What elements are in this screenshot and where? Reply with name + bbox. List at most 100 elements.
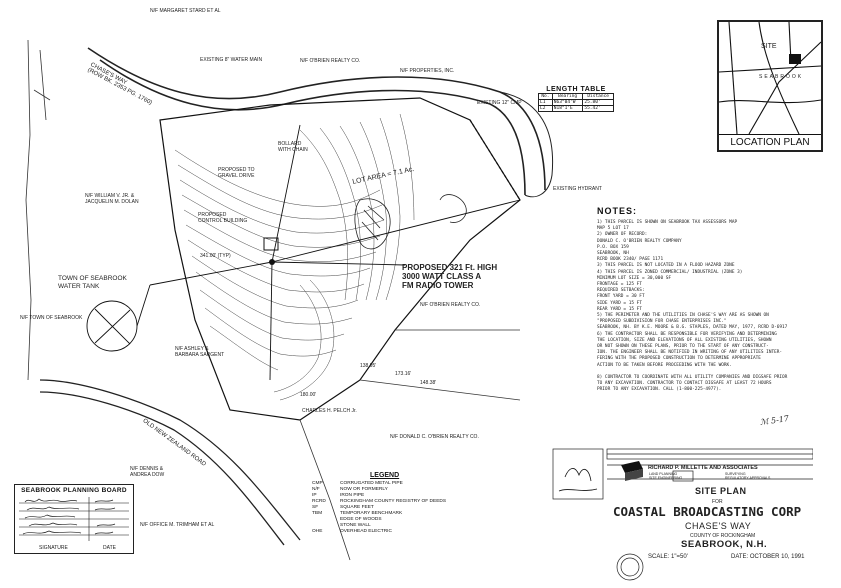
length-table-cell: 55.42' xyxy=(582,105,614,112)
legend-row: EDGE OF WOODS xyxy=(312,517,512,523)
tower-label: PROPOSED 321 Ft. HIGH 3000 WATT CLASS A … xyxy=(402,263,498,290)
legend-abbr: SF xyxy=(312,505,319,510)
legend-meaning: IRON PIPE xyxy=(340,493,365,498)
legend-row: TBM TEMPORARY BENCHMARK xyxy=(312,511,512,517)
planning-board-date-label: DATE xyxy=(103,545,116,551)
legend-abbr: OHE xyxy=(312,529,323,534)
legend-meaning: OVERHEAD ELECTRIC xyxy=(340,529,392,534)
dim-4: 148.38' xyxy=(420,380,437,386)
legend-row: SF SQUARE FEET xyxy=(312,505,512,511)
note-line: 5) THE PERIMETER AND THE UTILITIES IN CH… xyxy=(597,313,769,318)
note-line: SIDE YARD = 15 FT xyxy=(597,300,642,306)
location-plan-town: SEABROOK xyxy=(759,74,804,80)
planning-board: SEABROOK PLANNING BOARD SIGNATURE DATE xyxy=(14,484,134,554)
water-tank-label: TOWN OF SEABROOK WATER TANK xyxy=(58,275,127,290)
water-tank-symbol xyxy=(86,284,151,352)
firm-services-right: SURVEYING REGULATORY APPROVALS xyxy=(725,472,771,480)
abutter-stard: N/F MARGARET STARD ET AL xyxy=(150,8,221,14)
contour-lines xyxy=(174,113,415,401)
note-line: "PROPOSED SUBDIVISION FOR CHASE ENTERPRI… xyxy=(597,319,727,325)
county-name: COUNTY OF ROCKINGHAM xyxy=(690,533,756,539)
legend-abbr: RCRD xyxy=(312,499,326,504)
control-building-label: PROPOSED CONTROL BUILDING xyxy=(198,212,248,224)
water-main-label: EXISTING 8" WATER MAIN xyxy=(200,57,263,63)
length-table-title: LENGTH TABLE xyxy=(546,86,606,93)
sheet-edge xyxy=(25,39,51,381)
dim-5: 180.00' xyxy=(300,392,317,398)
note-line: MINIMUM LOT SIZE = 30,000 SF xyxy=(597,275,672,281)
location-map xyxy=(719,22,821,134)
title-block: RICHARD P. MILLETTE AND ASSOCIATES LAND … xyxy=(545,447,813,581)
note-line: THE LOCATION, SIZE AND ELEVATIONS OF ALL… xyxy=(597,337,772,343)
note-line: ION. THE ENGINEER SHALL BE NOTIFIED IN W… xyxy=(597,350,783,356)
legend-row: OHE OVERHEAD ELECTRIC xyxy=(312,529,512,535)
note-line: DONALD C. O'BRIEN REALTY COMPANY xyxy=(597,238,682,244)
dim-3: 173.16' xyxy=(395,371,412,377)
abutter-donald: N/F DONALD C. O'BRIEN REALTY CO. xyxy=(390,434,479,440)
abutter-properties: N/F PROPERTIES, INC. xyxy=(400,68,455,74)
legend-abbr: TBM xyxy=(312,511,323,516)
note-line: 1) THIS PARCEL IS SHOWN ON SEABROOK TAX … xyxy=(597,220,738,225)
abutter-dolan: N/F WILLIAM V. JR. & JACQUELIN M. DOLAN xyxy=(85,193,139,205)
note-line: TO ANY EXCAVATION. CONTRACTOR TO CONTACT… xyxy=(597,381,772,387)
legend-meaning: STONE WALL xyxy=(340,523,371,528)
abutter-obrien-mid: N/F O'BRIEN REALTY CO. xyxy=(420,302,481,308)
tower-guy-lines xyxy=(149,124,521,381)
abutter-town: N/F TOWN OF SEABROOK xyxy=(20,315,83,321)
note-line: 2) OWNER OF RECORD: xyxy=(597,232,648,238)
location-plan: SITE SEABROOK LOCATION PLAN xyxy=(717,20,823,152)
dim-1: 341.00' (TYP) xyxy=(200,253,231,259)
firm-name: RICHARD P. MILLETTE AND ASSOCIATES xyxy=(648,465,758,471)
bollard-label: BOLLARD WITH CHAIN xyxy=(278,141,308,153)
notes-block: 1) THIS PARCEL IS SHOWN ON SEABROOK TAX … xyxy=(597,220,837,400)
road-name: CHASE'S WAY xyxy=(685,521,752,531)
plan-date: DATE: OCTOBER 10, 1991 xyxy=(731,554,805,560)
firm-services-left: LAND PLANNING SITE ENGINEERING xyxy=(649,472,683,480)
planning-board-title: SEABROOK PLANNING BOARD xyxy=(21,487,127,494)
abutter-sargent: N/F ASHLEY & BARBARA SARGENT xyxy=(175,346,225,358)
note-line: FRONT YARD = 30 FT xyxy=(597,294,645,300)
length-table-header-cell: Distance xyxy=(582,93,614,100)
gravel-drive-label: PROPOSED TO GRAVEL DRIVE xyxy=(218,167,255,179)
note-line: 3) THIS PARCEL IS NOT LOCATED IN A FLOOD… xyxy=(597,263,735,269)
legend-meaning: TEMPORARY BENCHMARK xyxy=(340,511,403,516)
legend-row: IP IRON PIPE xyxy=(312,493,512,499)
location-plan-title: LOCATION PLAN xyxy=(719,134,821,151)
town-name: SEABROOK, N.H. xyxy=(681,539,768,550)
note-line: SEABROOK, NH xyxy=(597,251,629,256)
note-line: PRIOR TO ANY EXCAVATION. CALL (1-800-225… xyxy=(597,387,722,393)
plan-for: FOR xyxy=(712,499,723,505)
note-line: 6) THE CONTRACTOR SHALL BE RESPONSIBLE F… xyxy=(597,331,777,337)
old-new-zealand-road xyxy=(39,379,301,546)
property-boundary xyxy=(159,97,521,421)
legend-meaning: SQUARE FEET xyxy=(340,505,374,510)
length-table-cell: L2 xyxy=(538,105,553,112)
client-name: COASTAL BROADCASTING CORP xyxy=(613,504,802,519)
chases-way-road xyxy=(87,47,554,198)
note-line: REAR YARD = 15 FT xyxy=(597,306,642,312)
title-block-frame xyxy=(552,448,813,581)
tower-marker xyxy=(263,237,279,265)
note-line: MAP 5 LOT 17 xyxy=(597,226,629,232)
legend-abbr: IP xyxy=(312,493,317,498)
note-line: P.O. BOX 159 xyxy=(597,244,629,250)
cmp-label: EXISTING 12" CMP xyxy=(477,100,522,106)
legend-meaning: NOW OR FORMERLY xyxy=(340,487,388,492)
plan-scale: SCALE: 1"=50' xyxy=(648,554,688,560)
note-line: REQUIRED SETBACKS: xyxy=(597,288,645,294)
abutter-obrien-top: N/F O'BRIEN REALTY CO. xyxy=(300,58,361,64)
note-line: SEABROOK, NH. BY K.E. MOORE & B.G. STAPL… xyxy=(597,325,788,331)
length-table-cell: N18°1'E xyxy=(551,105,584,112)
abutter-pelch: CHARLES H. PELCH Jr. xyxy=(302,408,357,414)
legend-meaning: CORRUGATED METAL PIPE xyxy=(340,481,403,486)
legend-abbr: N/F xyxy=(312,487,320,492)
note-line: FERING WITH THE PROPOSED CONSTRUCTION TO… xyxy=(597,356,761,362)
note-line: 4) THIS PARCEL IS ZONED COMMERCIAL/ INDU… xyxy=(597,269,743,275)
legend-row: STONE WALL xyxy=(312,523,512,529)
